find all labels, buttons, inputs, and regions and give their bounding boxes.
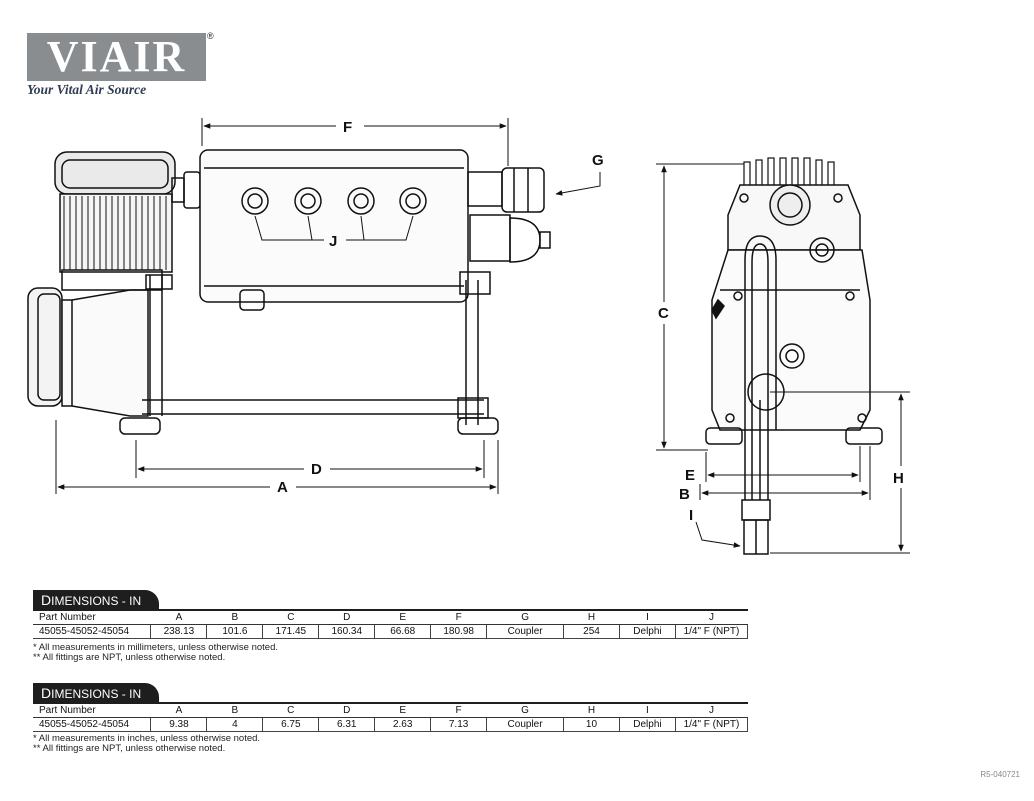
label-h: H — [893, 470, 904, 487]
reference-code: R5-040721 — [980, 770, 1020, 779]
logo-brand: VIAIR — [46, 32, 187, 81]
drain-valve — [239, 289, 265, 311]
table-note: ** All fittings are NPT, unless otherwis… — [33, 652, 226, 663]
label-g: G — [592, 152, 604, 169]
coupler-fitting — [467, 171, 503, 207]
logo-box: VIAIR — [27, 33, 206, 81]
dimension-lines — [55, 118, 910, 554]
table-header-row: Part Number A B C D E F G H I J — [33, 704, 748, 718]
table-note: * All measurements in millimeters, unles… — [33, 642, 278, 653]
table-row: 45055-45052-45054 238.13 101.6 171.45 16… — [33, 624, 749, 639]
port-fittings — [241, 187, 427, 215]
label-j: J — [329, 233, 337, 250]
air-tank — [199, 149, 469, 303]
pressure-switch — [469, 214, 511, 262]
label-f: F — [343, 119, 352, 136]
label-i: I — [689, 507, 693, 524]
motor-end-cap-inner — [37, 293, 61, 401]
dimensions-table-mm: DIMENSIONS - IN Part Number A B C D E F … — [33, 590, 749, 663]
label-b: B — [679, 486, 690, 503]
table-tab: DIMENSIONS - IN — [33, 590, 160, 610]
compressor-drawing: F G J D A C E B H I — [27, 118, 910, 555]
table-header-row: Part Number A B C D E F G H I J — [33, 611, 748, 625]
table-tab: DIMENSIONS - IN — [33, 683, 160, 703]
logo-tagline: Your Vital Air Source — [27, 82, 147, 97]
dimensions-grid: Part Number A B C D E F G H I J 45055-45… — [33, 704, 749, 732]
table-row: 45055-45052-45054 9.38 4 6.75 6.31 2.63 … — [33, 717, 749, 732]
label-e: E — [685, 467, 695, 484]
table-note: * All measurements in inches, unless oth… — [33, 733, 261, 744]
motor-end-cap — [27, 287, 63, 407]
foot-right — [457, 417, 499, 435]
viair-logo: VIAIR ® Your Vital Air Source — [27, 31, 214, 103]
label-c: C — [658, 305, 669, 322]
table-note: ** All fittings are NPT, unless otherwis… — [33, 743, 226, 754]
cooling-fins — [59, 193, 173, 273]
dimensions-table-in: DIMENSIONS - IN Part Number A B C D E F … — [33, 683, 749, 754]
label-a: A — [277, 479, 288, 496]
front-view — [705, 157, 883, 555]
side-view — [27, 149, 551, 435]
foot-left — [119, 417, 161, 435]
dimensions-grid: Part Number A B C D E F G H I J 45055-45… — [33, 611, 749, 639]
front-housing — [711, 249, 871, 431]
label-d: D — [311, 461, 322, 478]
motor-body — [61, 289, 149, 417]
logo-registered-mark: ® — [207, 31, 214, 41]
